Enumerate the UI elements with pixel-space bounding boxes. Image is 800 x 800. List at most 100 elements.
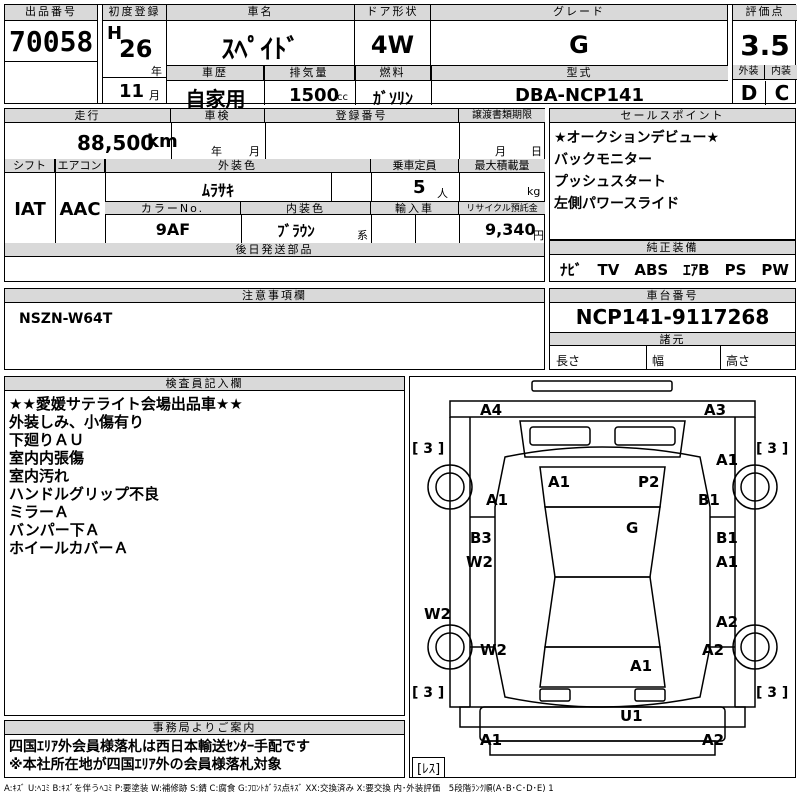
chassis-label: 車台番号 [550,289,795,303]
door-value: 4W [370,31,415,59]
damage-mark: A2 [716,613,739,631]
damage-mark: U1 [620,707,643,725]
damage-mark: A2 [702,731,725,749]
notes-block: 注意事項欄 NSZN-W64T [4,288,545,370]
inspector-line: バンパー下Ａ [9,521,100,539]
sales-point: 左側パワースライド [554,196,680,212]
int-label: 内装 [765,65,797,80]
interior-unit: 系 [357,229,368,242]
spec-block: 走行 車検 登録番号 譲渡書類期限 88,500 km 年 月 月 日 シフト … [4,108,545,282]
damage-mark: A1 [716,553,739,571]
tire-mark: [ 3 ] [756,441,789,457]
length-label: 長さ [556,354,581,368]
inspector-line: ★★愛媛サテライト会場出品車★★ [9,395,243,413]
damage-mark: A1 [716,451,739,469]
lot-label: 出品番号 [5,5,97,21]
transfer-month-unit: 月 [495,145,506,158]
fuel-label: 燃料 [355,66,431,81]
recycle-unit: 円 [533,229,544,242]
sales-block: セールスポイント ★オークションデビュー★ バックモニター プッシュスタート 左… [549,108,796,240]
spare-mark: [ﾚｽ] [412,757,446,778]
mileage-value: 88,500 [77,131,155,155]
office-label: 事務局よりご案内 [5,721,404,735]
disp-value: 1500 [289,85,340,106]
office-block: 事務局よりご案内 四国ｴﾘｱ外会員様落札は西日本輸送ｾﾝﾀｰ手配です ※本社所在… [4,720,405,778]
legend: A:ｷｽﾞ U:ﾍｺﾐ B:ｷｽﾞを伴うﾍｺﾐ P:要塗装 W:補修跡 S:錆 … [4,784,554,794]
equip-value: ﾅﾋﾞ TV ABS ｴｱB PS PW [560,261,789,279]
damage-mark: A1 [486,491,509,509]
transfer-label: 譲渡書類期限 [459,109,545,123]
damage-mark: W2 [480,641,507,659]
office-line: ※本社所在地が四国ｴﾘｱ外の会員様落札対象 [9,757,282,773]
chassis-value: NCP141-9117268 [575,305,770,329]
shift-label: シフト [5,159,55,173]
damage-mark: B1 [698,491,720,509]
ext-value: D [740,81,758,105]
ac-value: AAC [59,199,101,220]
notes-value: NSZN-W64T [19,311,113,327]
lot-value: 70058 [9,25,94,58]
car-outline [427,380,778,756]
car-name: ｽﾍﾟｲﾄﾞ [221,35,300,65]
recycle-value: 9,340 [485,220,536,239]
capacity-value: 5 [413,177,426,198]
insp-month-unit: 月 [249,145,260,158]
interior-label: 内装色 [241,201,371,215]
recycle-label: リサイクル預託金 [459,201,545,215]
damage-mark: A3 [704,401,727,419]
dims-label: 諸元 [550,332,795,346]
damage-mark: B1 [716,529,738,547]
mileage-unit: km [147,131,178,152]
inspection-label: 車検 [171,109,265,123]
era: H [107,23,123,44]
capacity-label: 乗車定員 [371,159,459,173]
later-parts-label: 後日発送部品 [5,243,544,257]
door-label: ドア形状 [355,5,430,21]
equip-label: 純正装備 [550,241,795,255]
damage-mark: A4 [480,401,503,419]
first-reg-label: 初度登録 [103,5,166,21]
insp-year-unit: 年 [211,145,222,158]
color-label: 外装色 [105,159,371,173]
office-line: 四国ｴﾘｱ外会員様落札は西日本輸送ｾﾝﾀｰ手配です [9,739,310,755]
first-reg-cell: 初度登録 H 26 年 11 月 [102,5,167,103]
tire-mark: [ 3 ] [412,685,445,701]
inspector-line: ハンドルグリップ不良 [9,485,160,503]
mileage-label: 走行 [5,109,171,123]
tire-mark: [ 3 ] [412,441,445,457]
inspector-line: 外装しみ、小傷有り [9,413,145,431]
damage-mark: G [626,519,639,537]
inspector-line: 室内内張傷 [9,449,85,467]
tire-mark: [ 3 ] [756,685,789,701]
load-unit: kg [527,185,541,198]
disp-unit: cc [337,92,348,103]
damage-mark: W2 [466,553,493,571]
transfer-day-unit: 日 [531,145,542,158]
shift-value: IAT [14,199,46,220]
sales-point: バックモニター [554,152,652,168]
ac-label: エアコン [55,159,105,173]
color-value: ﾑﾗｻｷ [201,181,234,200]
sales-label: セールスポイント [550,109,795,123]
inspector-line: 室内汚れ [9,467,70,485]
colorno-value: 9AF [155,220,191,239]
model-label: 型式 [431,66,728,81]
inspector-block: 検査員記入欄 ★★愛媛サテライト会場出品車★★ 外装しみ、小傷有り 下廻りＡＵ … [4,376,405,716]
reg-year: 26 [119,35,153,63]
height-label: 高さ [726,354,751,368]
interior-value: ﾌﾞﾗｳﾝ [277,222,315,240]
model-value: DBA-NCP141 [514,85,645,106]
inspector-line: ミラーＡ [9,503,70,521]
fuel-value: ｶﾞｿﾘﾝ [372,89,413,108]
damage-mark: P2 [638,473,660,491]
notes-label: 注意事項欄 [5,289,544,303]
ext-label: 外装 [733,65,765,80]
score-value: 3.5 [740,29,790,62]
score-label: 評価点 [733,5,797,21]
damage-diagram: A4 A3 A1 A1 P2 A1 B1 G B3 B1 W2 A1 W2 A2… [409,376,796,778]
grade-label: グレード [431,5,727,21]
inspector-label: 検査員記入欄 [5,377,404,391]
int-value: C [765,81,798,105]
chassis-block: 車台番号 NCP141-9117268 諸元 長さ 幅 高さ [549,288,796,370]
grade-value: G [569,31,589,59]
